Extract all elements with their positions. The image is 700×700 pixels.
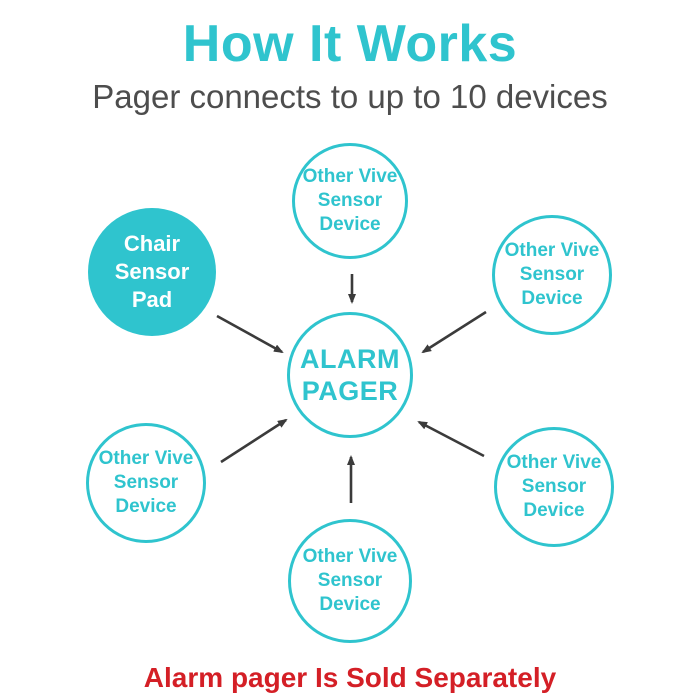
node-chair-sensor-pad: Chair Sensor Pad: [88, 208, 216, 336]
node-label-line: Device: [521, 287, 583, 309]
node-label-line: Sensor: [113, 472, 179, 494]
arrow-upper-right-device-to-pager: [421, 310, 487, 354]
node-top-device: Other Vive Sensor Device: [292, 143, 408, 259]
node-label-line: Sensor: [521, 476, 587, 498]
node-label-line: Device: [319, 593, 381, 615]
node-bottom-device: Other Vive Sensor Device: [288, 519, 412, 643]
node-label-line: Sensor: [114, 258, 190, 284]
node-label-line: Other Vive: [302, 166, 398, 188]
node-lower-right-device: Other Vive Sensor Device: [494, 427, 614, 547]
node-label-line: Pad: [131, 287, 173, 313]
node-label-line: Device: [319, 213, 381, 235]
subtitle: Pager connects to up to 10 devices: [92, 78, 608, 115]
node-label-line: Other Vive: [98, 448, 194, 470]
node-label-line: ALARM: [300, 343, 400, 374]
node-label-line: Other Vive: [302, 546, 398, 568]
node-label-line: Sensor: [317, 570, 383, 592]
arrow-lower-right-device-to-pager: [417, 420, 485, 458]
node-lower-left-device: Other Vive Sensor Device: [86, 423, 206, 543]
page-title: How It Works: [182, 15, 518, 73]
node-alarm-pager: ALARM PAGER: [287, 312, 413, 438]
node-label-line: PAGER: [301, 376, 399, 406]
footer-note: Alarm pager Is Sold Separately: [143, 662, 557, 693]
node-label-line: Device: [115, 495, 177, 517]
node-label-line: Other Vive: [506, 452, 602, 474]
node-label-line: Device: [523, 499, 585, 521]
node-label-line: Chair: [123, 230, 181, 256]
node-upper-right-device: Other Vive Sensor Device: [492, 215, 612, 335]
node-label-line: Sensor: [317, 190, 383, 212]
arrow-chair-pad-to-pager: [216, 314, 284, 354]
node-label-line: Other Vive: [504, 240, 600, 262]
arrow-lower-left-device-to-pager: [220, 418, 288, 464]
node-label-line: Sensor: [519, 264, 585, 286]
